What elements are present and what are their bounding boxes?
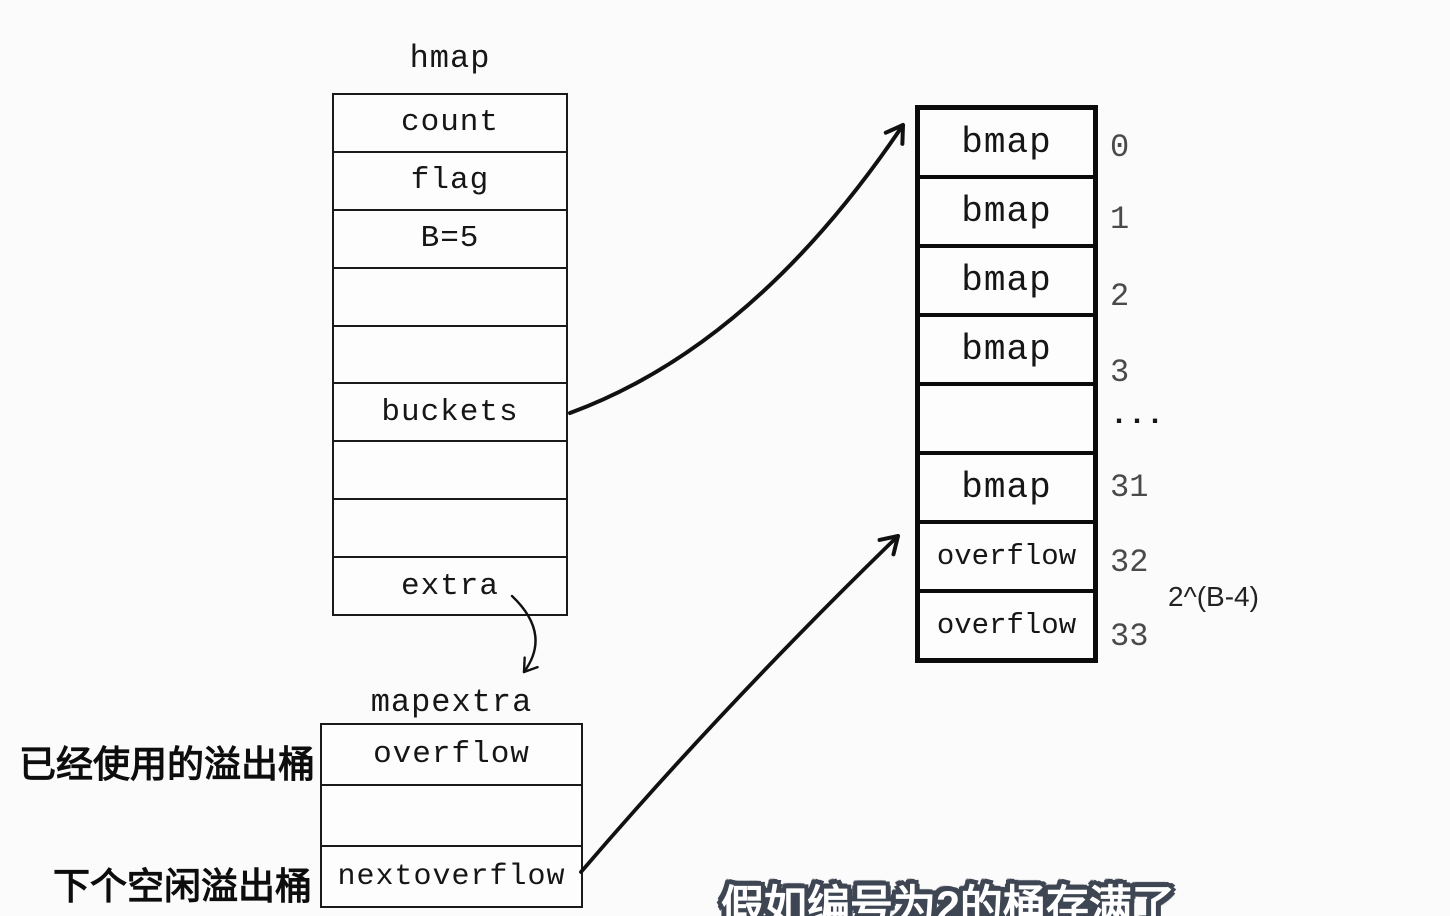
hmap-field-empty — [334, 327, 566, 385]
hmap-struct: count flag B=5 buckets extra — [332, 93, 568, 616]
bucket-index-1: 1 — [1110, 201, 1130, 238]
bucket-index-3: 3 — [1110, 354, 1130, 391]
bucket-index-33: 33 — [1110, 618, 1149, 655]
caption-next-free-overflow-bucket: 下个空闲溢出桶 — [53, 864, 312, 908]
bucket-row-bmap-0: bmap — [920, 110, 1093, 179]
mapextra-field-overflow: overflow — [322, 725, 581, 786]
caption-used-overflow-buckets: 已经使用的溢出桶 — [19, 742, 315, 786]
hmap-field-extra: extra — [400, 568, 499, 604]
nextoverflow-pointer-arrow — [579, 534, 900, 874]
bucket-array: bmap bmap bmap bmap bmap overflow overfl… — [915, 105, 1098, 663]
mapextra-field-empty — [322, 786, 581, 847]
hmap-field-buckets: buckets — [334, 384, 566, 443]
hmap-field-empty — [334, 500, 566, 559]
bucket-row-bmap-3: bmap — [920, 317, 1093, 386]
bucket-row-overflow-32: overflow — [920, 524, 1093, 593]
mapextra-struct: overflow nextoverflow — [320, 723, 583, 908]
buckets-pointer-arrow — [568, 122, 905, 415]
bucket-row-overflow-33: overflow — [936, 609, 1077, 642]
hmap-field-count: count — [334, 95, 566, 153]
bucket-row-bmap-2: bmap — [920, 248, 1093, 317]
hmap-title: hmap — [409, 40, 491, 77]
bucket-row-ellipsis — [920, 386, 1093, 455]
hmap-field-empty — [334, 442, 566, 501]
bucket-row-bmap-1: bmap — [920, 179, 1093, 248]
hmap-field-flag: flag — [334, 153, 566, 211]
bucket-index-ellipsis: ... — [1110, 399, 1165, 433]
bucket-row-bmap-31: bmap — [920, 455, 1093, 524]
mapextra-title: mapextra — [370, 684, 533, 721]
bucket-index-31: 31 — [1110, 469, 1149, 506]
bucket-index-32: 32 — [1110, 544, 1149, 581]
hmap-field-b: B=5 — [334, 211, 566, 269]
bucket-index-2: 2 — [1110, 278, 1130, 315]
video-subtitle: 假如编号为2的桶存满了 — [721, 883, 1175, 916]
hmap-field-empty — [334, 269, 566, 327]
overflow-count-note: 2^(B-4) — [1168, 581, 1259, 612]
bucket-index-0: 0 — [1110, 129, 1130, 166]
mapextra-field-nextoverflow: nextoverflow — [337, 859, 566, 894]
